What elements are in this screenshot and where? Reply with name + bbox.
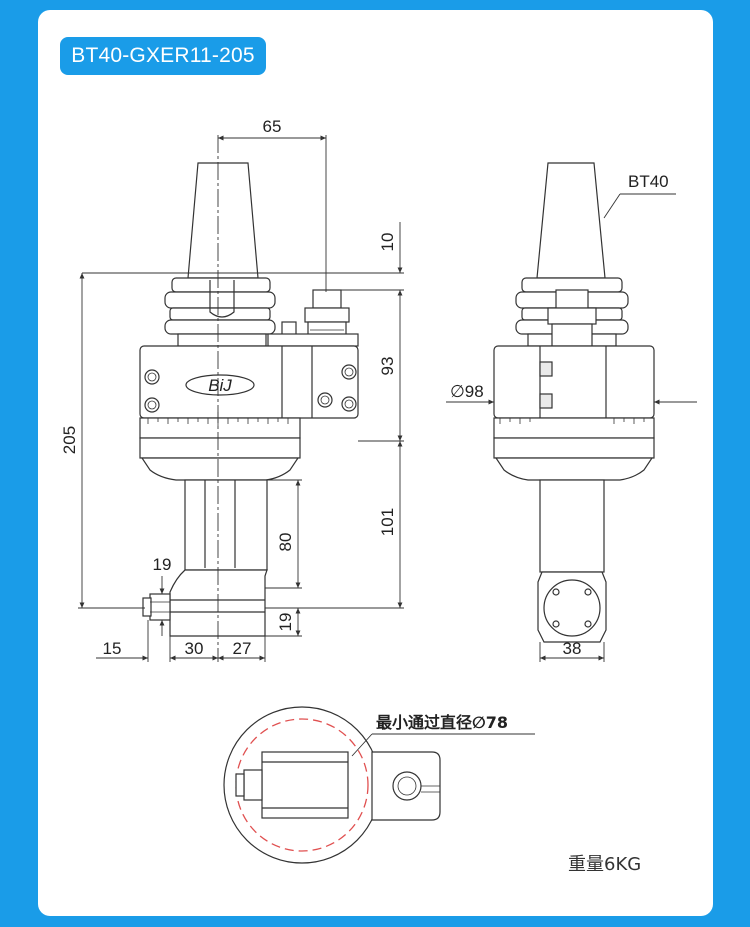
- min-pass-label: 最小通过直径∅78: [376, 713, 508, 732]
- dim-10: 10: [378, 233, 397, 252]
- collet-nut: [149, 593, 171, 621]
- dim-19-top: 19: [153, 555, 172, 574]
- brand-logo-text: BiJ: [208, 376, 232, 395]
- dim-19-right: 19: [276, 613, 295, 632]
- dim-65: 65: [263, 117, 282, 136]
- coolant-block: [371, 751, 441, 821]
- scale-ring-front: [493, 417, 655, 439]
- label-bt40: BT40: [628, 172, 669, 191]
- tool-body-top: [261, 751, 349, 819]
- coolant-nozzle: [312, 289, 342, 309]
- side-view-dimensions: 65 10 93 101 205 80 19 19 15: [60, 117, 404, 662]
- main-housing-front: [493, 345, 655, 419]
- dim-93: 93: [378, 357, 397, 376]
- scale-ring: [139, 417, 301, 439]
- dim-98: ∅98: [450, 382, 484, 401]
- front-view-dimensions: BT40 ∅98 38: [446, 172, 697, 662]
- side-view: BiJ: [139, 162, 359, 637]
- dim-205: 205: [60, 426, 79, 454]
- dim-15: 15: [103, 639, 122, 658]
- dim-80: 80: [276, 533, 295, 552]
- dim-27: 27: [233, 639, 252, 658]
- weight-label: 重量6KG: [568, 854, 641, 875]
- dim-101: 101: [378, 508, 397, 536]
- tool-head: [169, 569, 268, 637]
- dim-30: 30: [185, 639, 204, 658]
- top-view: 最小通过直径∅78: [223, 706, 535, 864]
- dim-38: 38: [563, 639, 582, 658]
- shank: [184, 479, 268, 571]
- brand-logo: [185, 374, 255, 396]
- shank-front: [539, 479, 605, 573]
- taper-cone-front: [536, 162, 606, 279]
- min-pass-circle: [235, 718, 369, 852]
- front-view: [493, 162, 655, 643]
- tool-head-front: [537, 571, 607, 643]
- model-title: BT40-GXER11-205: [60, 37, 266, 75]
- taper-cone: [187, 162, 259, 279]
